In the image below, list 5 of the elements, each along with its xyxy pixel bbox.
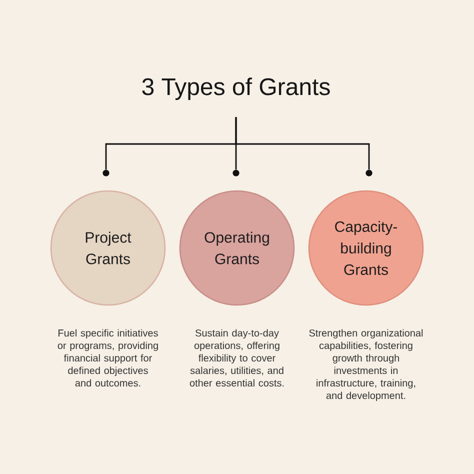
description-text: Sustain day-to-day operations, offering flexibility to cover salaries, utilities, and other essential costs. — [190, 329, 284, 387]
title: 3 Types of Grants — [142, 78, 330, 100]
description-text: Strengthen organizational capabilities, fostering growth through investments in infrastructure, training, and development. — [309, 329, 423, 402]
description-text: Fuel specific initiatives or programs, providing financial support for defined objectives and outcomes. — [58, 329, 158, 387]
connector-line — [235, 117, 370, 170]
